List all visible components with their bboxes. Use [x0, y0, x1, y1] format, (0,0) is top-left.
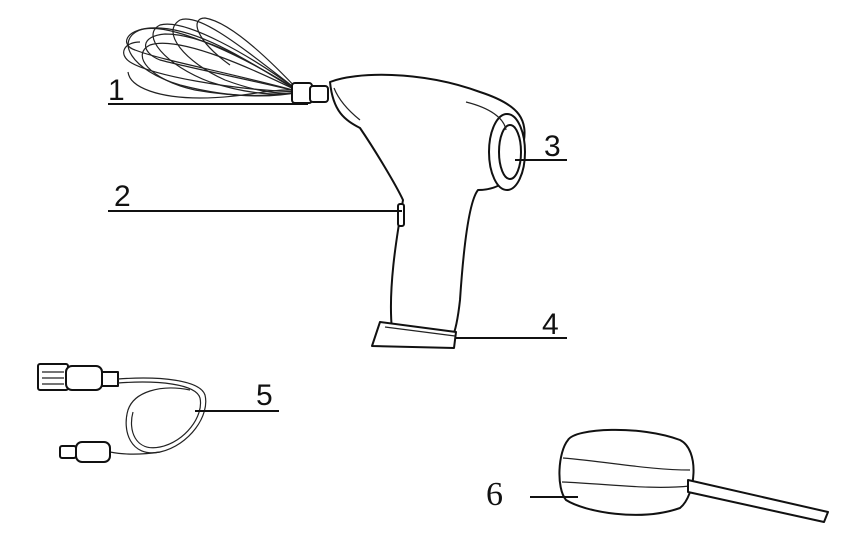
beater-attachment	[558, 428, 829, 523]
hand-mixer-body	[329, 73, 526, 349]
callout-5: 5	[256, 379, 273, 412]
balloon-whisk	[123, 17, 329, 104]
callout-6: 6	[486, 476, 503, 513]
callout-1: 1	[108, 74, 125, 107]
callout-3: 3	[544, 130, 561, 163]
power-switch	[397, 203, 405, 227]
usb-charging-cable	[37, 363, 207, 463]
callout-2: 2	[114, 180, 131, 213]
callout-4: 4	[542, 308, 559, 341]
